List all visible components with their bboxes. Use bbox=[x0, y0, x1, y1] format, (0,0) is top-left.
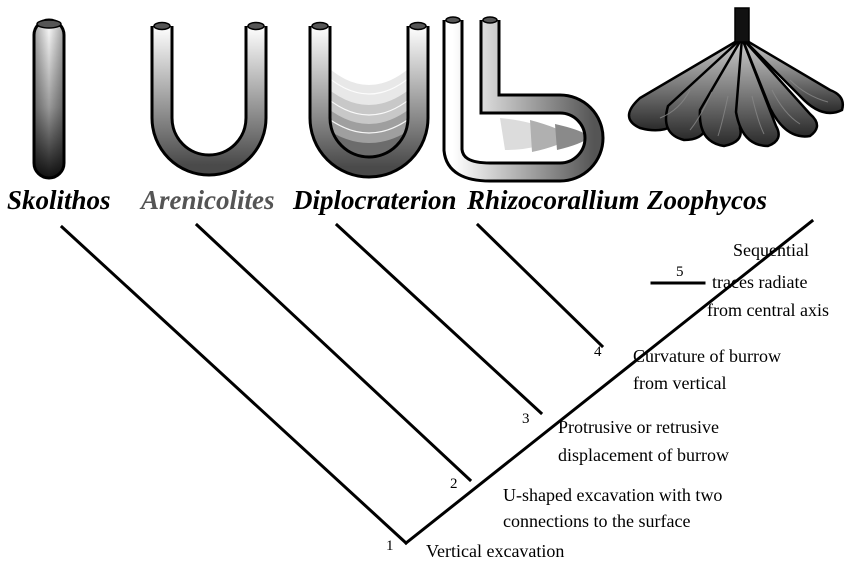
character-4-line-1: Curvature of burrow bbox=[633, 346, 781, 366]
character-5-line-1: Sequential bbox=[733, 240, 809, 260]
character-3-line-1: Protrusive or retrusive bbox=[558, 417, 719, 437]
branch-rhizocorallium bbox=[478, 225, 602, 346]
branch-arenicolites bbox=[197, 225, 470, 480]
character-4-line-2: from vertical bbox=[633, 373, 726, 393]
taxon-label-rhizocorallium: Rhizocorallium bbox=[466, 185, 640, 215]
taxon-label-diplocraterion: Diplocraterion bbox=[292, 185, 457, 215]
node-number-5: 5 bbox=[676, 264, 684, 280]
taxon-label-arenicolites: Arenicolites bbox=[139, 185, 275, 215]
character-2-line-1: U-shaped excavation with two bbox=[503, 485, 722, 505]
zoophycos-burrow-icon bbox=[629, 8, 843, 146]
character-3-line-2: displacement of burrow bbox=[558, 445, 729, 465]
taxon-label-zoophycos: Zoophycos bbox=[646, 185, 767, 215]
character-1-text: Vertical excavation bbox=[426, 541, 564, 561]
taxon-labels: Skolithos Arenicolites Diplocraterion Rh… bbox=[7, 185, 767, 215]
character-2-line-2: connections to the surface bbox=[503, 511, 690, 531]
node-number-2: 2 bbox=[450, 476, 458, 492]
node-number-1: 1 bbox=[386, 538, 394, 554]
arenicolites-burrow-icon bbox=[154, 23, 264, 166]
diplocraterion-burrow-icon bbox=[312, 23, 426, 177]
character-5-line-3: from central axis bbox=[707, 300, 829, 320]
character-descriptions: Vertical excavation U-shaped excavation … bbox=[426, 240, 829, 561]
character-5-line-2: traces radiate bbox=[712, 272, 807, 292]
rhizocorallium-burrow-icon bbox=[446, 17, 594, 172]
node-number-3: 3 bbox=[522, 411, 530, 427]
node-number-4: 4 bbox=[594, 344, 602, 360]
skolithos-burrow-icon bbox=[34, 20, 64, 178]
taxon-label-skolithos: Skolithos bbox=[7, 185, 111, 215]
branch-skolithos bbox=[62, 227, 406, 543]
